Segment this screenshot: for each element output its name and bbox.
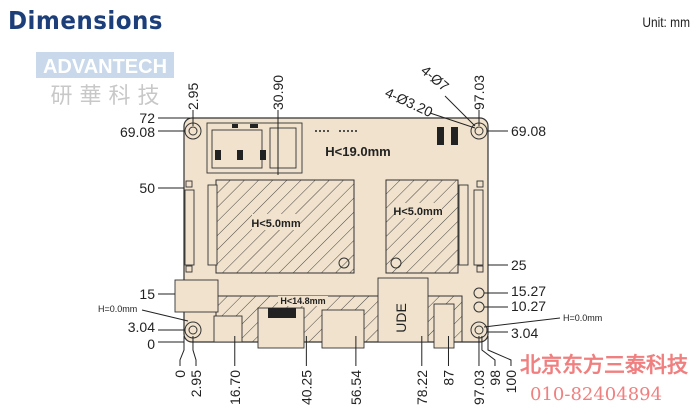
right-dim-label: 3.04 [511, 325, 538, 341]
pin-dots [315, 130, 357, 132]
mounting-holes [184, 122, 488, 339]
left-dim-label: 72 [139, 110, 155, 126]
dealer-watermark: 北京东方三泰科技 [520, 353, 689, 377]
phone-watermark: 010-82404894 [530, 384, 662, 405]
left-dim-label: 50 [139, 180, 155, 196]
height-module-left-label: H<5.0mm [251, 218, 300, 230]
right-dim-label: 10.27 [511, 298, 546, 314]
unit-label: Unit: mm [642, 14, 690, 30]
top-dim-label: 30.90 [270, 75, 286, 110]
brand-cn-watermark-text: 研 華 科 技 [51, 84, 160, 109]
height-bottom-label: H<14.8mm [280, 296, 325, 306]
advantech-watermark: ADVANTECH 研 華 科 技 [36, 52, 174, 109]
bottom-dim-leader [179, 336, 185, 366]
module-right [385, 179, 459, 274]
connector-c [213, 315, 243, 343]
port-label: UDE [393, 303, 409, 333]
bottom-dim-label: 56.54 [348, 370, 364, 405]
bottom-dim-label: 2.95 [188, 370, 204, 397]
m2-connectors [184, 180, 484, 273]
bottom-dim-label: 100 [503, 370, 519, 394]
bottom-dim-label: 40.25 [298, 370, 314, 405]
bottom-dim-label: 87 [440, 370, 456, 386]
bottom-dim-label: 98 [487, 370, 503, 386]
right-dimensions: 69.08 25 15.27 10.27 H=0.0mm 3.04 [483, 123, 602, 341]
left-dim-label: 15 [139, 286, 155, 302]
bottom-dim-label: 97.03 [471, 370, 487, 405]
bottom-dim-label: 0 [172, 370, 188, 378]
left-dim-label: 69.08 [120, 124, 155, 140]
h-zero-right-label: H=0.0mm [563, 313, 602, 323]
right-dim-label: 15.27 [511, 283, 546, 299]
connector-d [433, 303, 455, 349]
left-dimensions: 72 69.08 50 15 H=0.0mm 3.04 0 [98, 110, 190, 352]
right-dim-label: 25 [511, 257, 527, 273]
bottom-dim-label: 78.22 [414, 370, 430, 405]
hole-outer-label: 4-Ø7 [418, 62, 452, 94]
connector-b [321, 309, 365, 349]
sim-slot [206, 122, 303, 174]
usb-port [377, 277, 429, 343]
height-main-label: H<19.0mm [325, 144, 390, 159]
bottom-dim-label: 16.70 [227, 370, 243, 405]
page-title: Dimensions [8, 6, 163, 35]
left-dim-label: 0 [147, 336, 155, 352]
top-dim-label: 97.03 [471, 75, 487, 110]
hole-inner-label: 4-Ø3.20 [383, 84, 436, 120]
header-pins [437, 127, 458, 145]
bottom-dim-leader [481, 336, 496, 366]
top-dim-label: 2.95 [185, 83, 201, 110]
height-module-right-label: H<5.0mm [393, 206, 442, 218]
right-dim-label: 69.08 [511, 123, 546, 139]
ethernet-port [174, 279, 219, 313]
left-dim-label: 3.04 [128, 319, 155, 335]
bottom-dim-leader [192, 336, 197, 366]
h-zero-left-label: H=0.0mm [98, 304, 137, 314]
brand-watermark-text: ADVANTECH [43, 56, 167, 78]
bottom-dim-leader [487, 336, 512, 366]
